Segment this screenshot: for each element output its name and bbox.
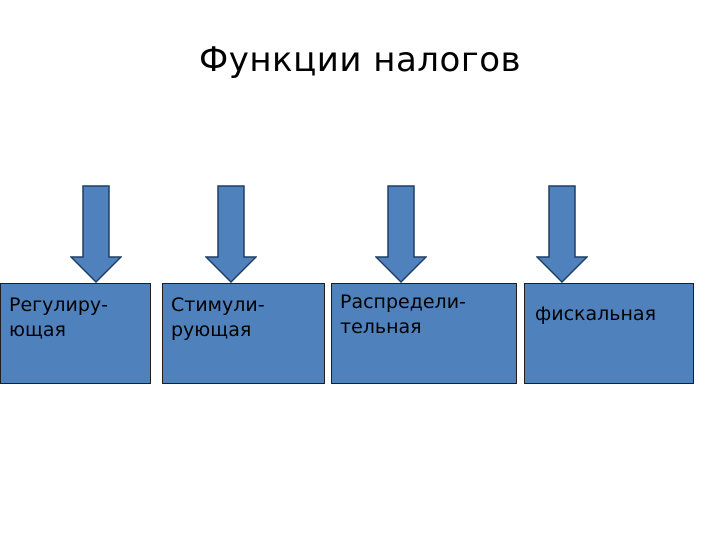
down-arrow-2 bbox=[205, 185, 257, 283]
function-box-fiscal: фискальная bbox=[524, 283, 694, 384]
down-arrow-1 bbox=[70, 185, 122, 283]
function-box-stimulating: Стимули- рующая bbox=[162, 283, 325, 384]
function-box-regulating: Регулиру- ющая bbox=[0, 283, 151, 384]
down-arrow-4 bbox=[536, 185, 588, 283]
down-arrow-3 bbox=[375, 185, 427, 283]
function-box-distributive: Распредели- тельная bbox=[331, 283, 517, 384]
diagram-title: Функции налогов bbox=[198, 40, 522, 80]
